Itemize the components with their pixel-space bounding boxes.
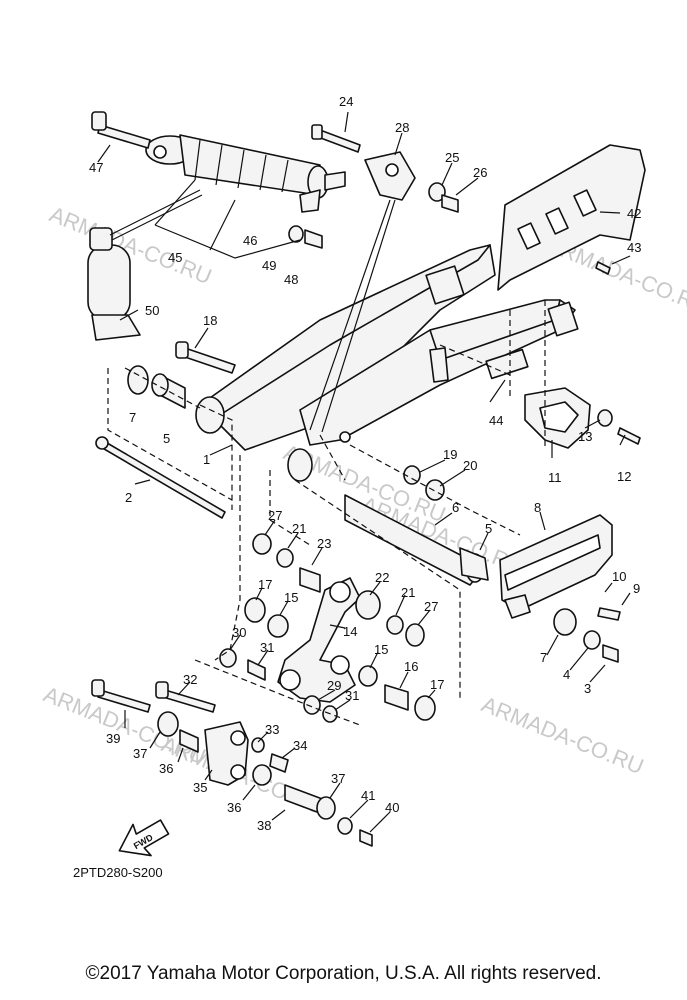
callout-label: 22: [375, 570, 389, 585]
callout-label: 27: [268, 508, 282, 523]
chain-guide: [499, 514, 613, 619]
callout-label: 17: [258, 577, 272, 592]
callout-label: 35: [193, 780, 207, 795]
callout-label: 32: [183, 672, 197, 687]
callout-label: 36: [227, 800, 241, 815]
callout-label: 28: [395, 120, 409, 135]
callout-label: 39: [106, 731, 120, 746]
forward-arrow-icon: FWD: [118, 819, 170, 857]
callout-label: 24: [339, 94, 353, 109]
diagram-code: 2PTD280-S200: [73, 865, 163, 880]
callout-label: 37: [133, 746, 147, 761]
callout-label: 9: [633, 581, 640, 596]
callout-label: 43: [627, 240, 641, 255]
callout-label: 16: [404, 659, 418, 674]
callout-label: 33: [265, 722, 279, 737]
callout-label: 15: [284, 590, 298, 605]
callout-label: 37: [331, 771, 345, 786]
callout-label: 29: [327, 678, 341, 693]
chain-guard: [497, 144, 646, 291]
callout-label: 50: [145, 303, 159, 318]
callout-label: 5: [163, 431, 170, 446]
callout-label: 49: [262, 258, 276, 273]
callout-label: 20: [463, 458, 477, 473]
swingarm: [195, 244, 579, 482]
leader-lines: [97, 111, 631, 833]
callout-label: 6: [452, 500, 459, 515]
callout-label: 46: [243, 233, 257, 248]
callout-label: 21: [292, 521, 306, 536]
callout-label: 23: [317, 536, 331, 551]
callout-label: 40: [385, 800, 399, 815]
callout-label: 34: [293, 738, 307, 753]
callout-label: 17: [430, 677, 444, 692]
callout-label: 2: [125, 490, 132, 505]
callout-label: 41: [361, 788, 375, 803]
bolts-and-shafts: [91, 111, 641, 713]
callout-label: 21: [401, 585, 415, 600]
callout-label: 45: [168, 250, 182, 265]
callout-label: 48: [284, 272, 298, 287]
callout-label: 42: [627, 206, 641, 221]
callout-label: 4: [563, 667, 570, 682]
callout-label: 10: [612, 569, 626, 584]
callout-label: 38: [257, 818, 271, 833]
callout-label: 30: [232, 625, 246, 640]
callout-label: 18: [203, 313, 217, 328]
callout-label: 1: [203, 452, 210, 467]
callout-label: 19: [443, 447, 457, 462]
callout-label: 3: [584, 681, 591, 696]
callout-label: 13: [578, 429, 592, 444]
callout-label: 36: [159, 761, 173, 776]
callout-label: 7: [540, 650, 547, 665]
callout-label: 11: [548, 470, 562, 485]
callout-label: 31: [260, 640, 274, 655]
callout-label: 5: [485, 521, 492, 536]
callout-label: 47: [89, 160, 103, 175]
callout-label: 7: [129, 410, 136, 425]
callout-label: 8: [534, 500, 541, 515]
callout-label: 26: [473, 165, 487, 180]
callout-label: 31: [345, 688, 359, 703]
callout-label: 27: [424, 599, 438, 614]
callout-label: 25: [445, 150, 459, 165]
watermark: ARMADA-CO.RU: [478, 691, 647, 779]
assembly-lines: [107, 199, 546, 726]
callout-label: 44: [489, 413, 503, 428]
callout-label: 15: [374, 642, 388, 657]
callout-labels: 1 2 3 4 5 5 6 7 7 8 9 10 11 12 13 14 15 …: [89, 94, 641, 833]
connecting-rod: [204, 721, 249, 786]
callout-label: 12: [617, 469, 631, 484]
copyright-notice: ©2017 Yamaha Motor Corporation, U.S.A. A…: [85, 963, 602, 984]
rear-shock-absorber: [87, 134, 346, 341]
collars-and-bearings: [127, 151, 619, 847]
chain-protector: [524, 387, 591, 449]
callout-label: 14: [343, 624, 357, 639]
